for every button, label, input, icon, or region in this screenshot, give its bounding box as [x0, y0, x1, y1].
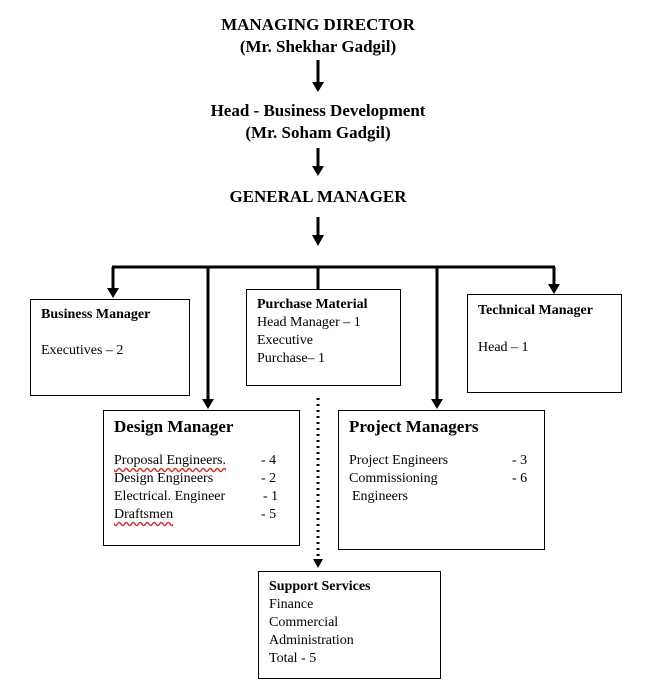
purchase-material-box: Purchase Material Head Manager – 1 Execu… [246, 289, 401, 386]
design-row: Draftsmen - 5 [114, 506, 299, 524]
design-row-value: - 4 [261, 453, 277, 468]
project-row: Project Engineers - 3 [349, 452, 544, 470]
md-title: MANAGING DIRECTOR [221, 15, 415, 34]
design-row: Proposal Engineers. - 4 [114, 452, 299, 470]
design-row: Design Engineers - 2 [114, 470, 299, 488]
design-row-value: - 5 [261, 507, 277, 522]
purchase-material-title: Purchase Material [257, 297, 368, 312]
design-row-label: Design Engineers [114, 471, 214, 486]
technical-manager-title: Technical Manager [478, 303, 593, 318]
arrowhead-support-services [313, 559, 323, 568]
project-row: Commissioning - 6 [349, 470, 544, 488]
project-row-value: - 6 [512, 471, 528, 486]
gm-title: GENERAL MANAGER [229, 187, 407, 206]
project-row-label: Project Engineers [349, 453, 449, 468]
purchase-line: Head Manager – 1 [257, 315, 361, 330]
technical-manager-box: Technical Manager Head – 1 [467, 294, 622, 393]
technical-manager-head: Head – 1 [478, 340, 529, 355]
design-row-value: - 1 [263, 489, 279, 504]
arrowhead-md-to-bd [312, 82, 324, 92]
design-row: Electrical. Engineer - 1 [114, 488, 299, 506]
md-name: (Mr. Shekhar Gadgil) [239, 37, 397, 56]
purchase-line: Purchase– 1 [257, 351, 326, 366]
support-services-box: Support Services Finance Commercial Admi… [258, 571, 441, 679]
arrowhead-project-managers [431, 399, 443, 409]
arrowhead-technical-manager [548, 284, 560, 294]
project-row-label: Engineers [352, 489, 408, 504]
support-line: Finance [269, 597, 314, 612]
project-row-label: Commissioning [349, 471, 438, 486]
arrowhead-business-manager [107, 288, 119, 298]
design-row-label: Draftsmen [114, 507, 174, 522]
support-services-title: Support Services [269, 579, 371, 594]
support-line: Total - 5 [269, 651, 317, 666]
bd-name: (Mr. Soham Gadgil) [245, 123, 391, 142]
project-row: Engineers [349, 488, 544, 506]
project-managers-box: Project Managers Project Engineers - 3 C… [338, 410, 545, 550]
arrowhead-design-manager [202, 399, 214, 409]
design-manager-box: Design Manager Proposal Engineers. - 4 D… [103, 410, 300, 546]
support-line: Administration [269, 633, 354, 648]
business-manager-box: Business Manager Executives – 2 [30, 299, 190, 396]
arrowhead-bd-to-gm [312, 166, 324, 176]
support-line: Commercial [269, 615, 339, 630]
business-manager-title: Business Manager [41, 307, 151, 322]
purchase-line: Executive [257, 333, 313, 348]
design-row-label: Electrical. Engineer [114, 489, 226, 504]
bd-title: Head - Business Development [210, 101, 426, 120]
arrowhead-gm-to-bar [312, 235, 324, 246]
design-manager-title: Design Manager [114, 417, 234, 436]
design-row-value: - 2 [261, 471, 277, 486]
project-row-value: - 3 [512, 453, 528, 468]
business-manager-executives: Executives – 2 [41, 343, 124, 358]
project-managers-title: Project Managers [349, 417, 479, 436]
design-row-label: Proposal Engineers. [114, 453, 226, 468]
